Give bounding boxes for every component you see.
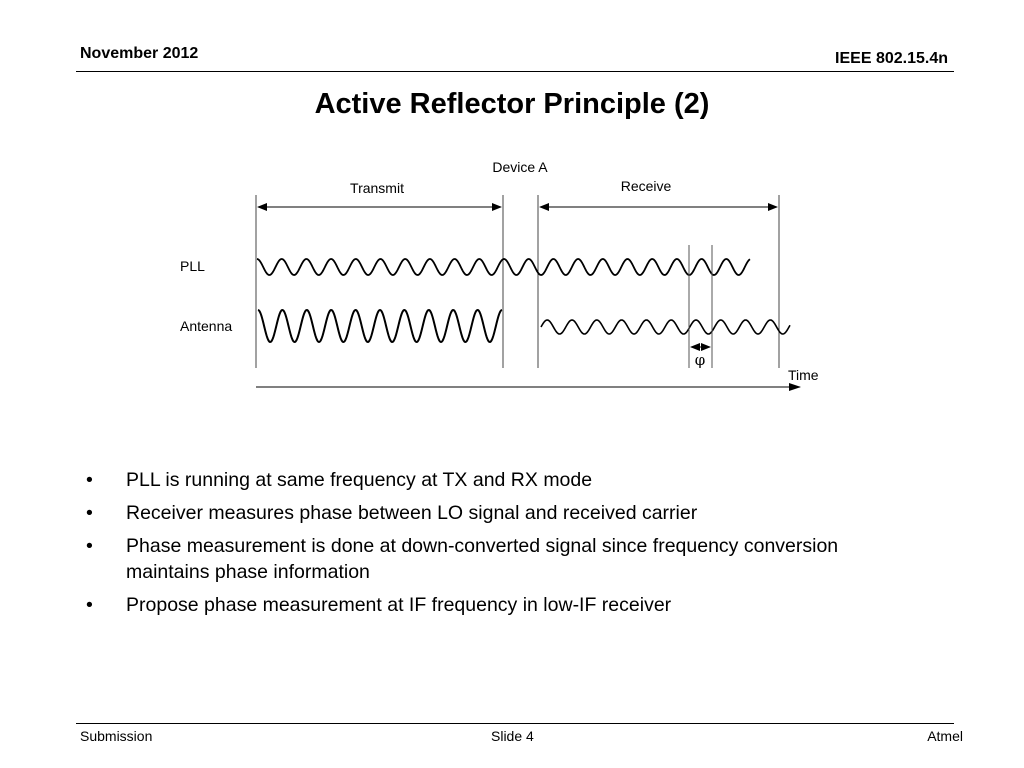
antenna-transmit-waveform [257, 308, 503, 344]
antenna-receive-waveform [540, 319, 791, 335]
footer-submission: Submission [80, 728, 153, 744]
bullet-item: • Propose phase measurement at IF frequen… [86, 592, 886, 618]
timing-diagram: Device A Transmit Receive PLL Antenna φ … [180, 159, 819, 391]
bullet-text: Propose phase measurement at IF frequenc… [126, 594, 672, 616]
footer-slide-number: Slide 4 [491, 728, 534, 744]
bullet-marker: • [86, 502, 93, 524]
transmit-label: Transmit [350, 180, 404, 196]
antenna-label: Antenna [180, 318, 232, 334]
bullet-text: PLL is running at same frequency at TX a… [126, 469, 593, 491]
footer-rule [76, 723, 954, 724]
bullet-list: • PLL is running at same frequency at TX … [86, 467, 886, 625]
header-date: November 2012 [80, 45, 199, 62]
bullet-marker: • [86, 535, 93, 557]
bullet-text: Receiver measures phase between LO signa… [126, 502, 698, 524]
header-rule [76, 71, 954, 72]
bullet-text: Phase measurement is done at down-conver… [126, 535, 839, 583]
receive-label: Receive [621, 178, 672, 194]
pll-label: PLL [180, 258, 205, 274]
device-a-label: Device A [492, 159, 548, 175]
slide-title: Active Reflector Principle (2) [314, 88, 710, 120]
time-label: Time [788, 367, 819, 383]
pll-waveform [256, 258, 751, 276]
bullet-item: • PLL is running at same frequency at TX … [86, 467, 886, 493]
bullet-item: • Phase measurement is done at down-conve… [86, 533, 886, 585]
bullet-marker: • [86, 469, 93, 491]
footer-company: Atmel [927, 728, 963, 744]
phase-symbol: φ [695, 351, 706, 369]
header-standard: IEEE 802.15.4n [835, 50, 948, 67]
bullet-item: • Receiver measures phase between LO sign… [86, 500, 886, 526]
bullet-marker: • [86, 594, 93, 616]
